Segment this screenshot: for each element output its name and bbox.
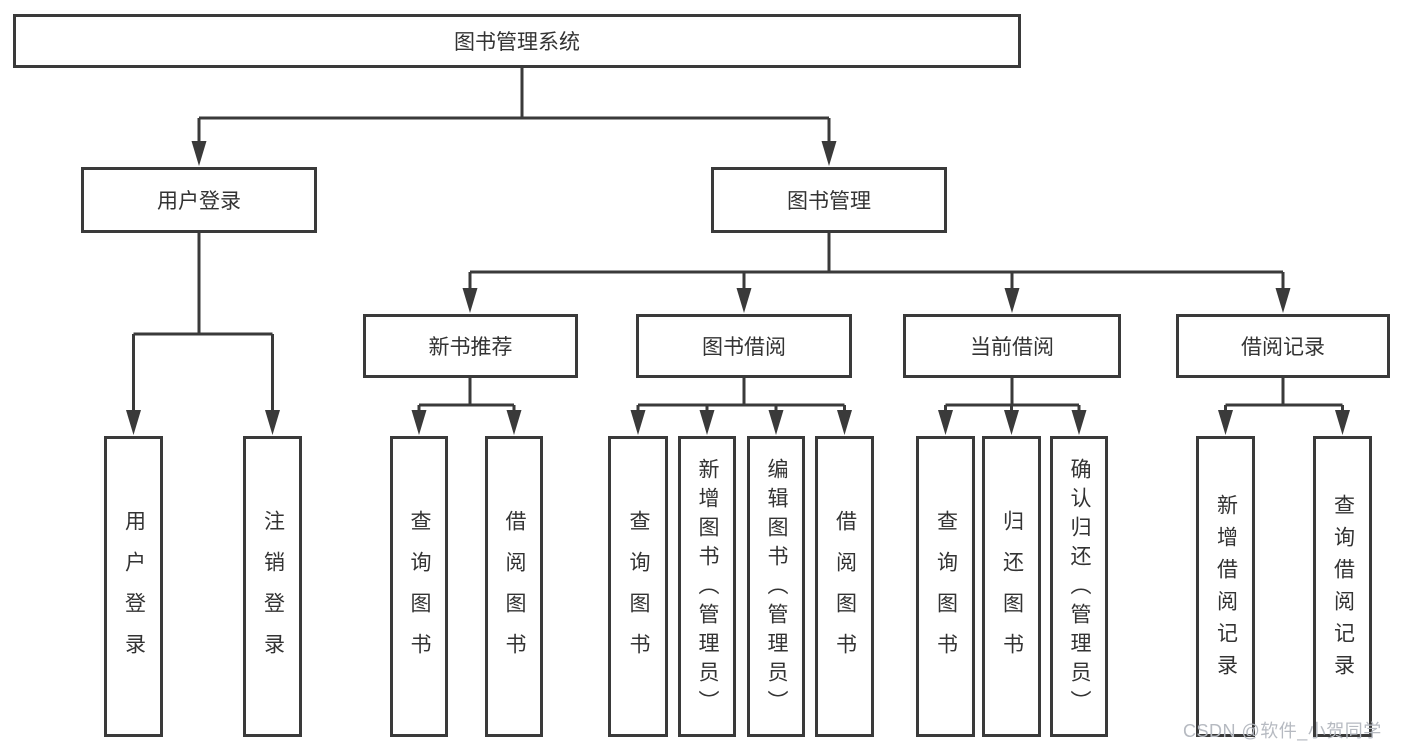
node-leaf-edit-book-admin: 编辑图书（管理员） [747, 436, 805, 737]
node-leaf-query-borrow-record-label: 查询借阅记录 [1331, 493, 1355, 686]
node-leaf-logout: 注销登录 [243, 436, 302, 737]
node-leaf-add-book-admin: 新增图书（管理员） [678, 436, 736, 737]
node-current-borrow-label: 当前借阅 [970, 336, 1054, 359]
node-leaf-edit-book-admin-label: 编辑图书（管理员） [765, 458, 788, 719]
node-book-management: 图书管理 [711, 167, 947, 233]
connector-book-mgmt-to-level3 [462, 233, 1291, 313]
node-leaf-borrow-book-2-label: 借阅图书 [833, 509, 857, 674]
connector-book-borrow-children [630, 378, 852, 435]
node-user-login-label: 用户登录 [157, 190, 241, 213]
node-leaf-return-book-label: 归还图书 [1000, 509, 1024, 674]
node-leaf-query-book-1: 查询图书 [390, 436, 448, 737]
node-leaf-query-book-2-label: 查询图书 [627, 509, 650, 674]
csdn-watermark: CSDN @软件_小贺同学 [1183, 721, 1382, 741]
connector-root-to-level2 [191, 68, 837, 166]
node-leaf-user-login: 用户登录 [104, 436, 163, 737]
node-current-borrow: 当前借阅 [903, 314, 1121, 378]
node-leaf-add-book-admin-label: 新增图书（管理员） [696, 458, 719, 719]
node-user-login: 用户登录 [81, 167, 317, 233]
node-leaf-borrow-book-1: 借阅图书 [485, 436, 543, 737]
connector-new-books-children [411, 378, 522, 435]
node-leaf-query-borrow-record: 查询借阅记录 [1313, 436, 1372, 737]
node-leaf-borrow-book-2: 借阅图书 [815, 436, 874, 737]
node-leaf-borrow-book-1-label: 借阅图书 [503, 509, 526, 674]
node-leaf-query-book-2: 查询图书 [608, 436, 668, 737]
node-leaf-query-book-3-label: 查询图书 [934, 509, 958, 674]
node-borrow-records: 借阅记录 [1176, 314, 1390, 378]
connector-user-login-children [126, 233, 280, 435]
node-borrow-records-label: 借阅记录 [1241, 336, 1325, 359]
node-leaf-logout-label: 注销登录 [261, 509, 285, 674]
connector-current-borrow-children [938, 378, 1087, 435]
node-book-borrow: 图书借阅 [636, 314, 852, 378]
node-leaf-confirm-return-admin: 确认归还（管理员） [1050, 436, 1108, 737]
connector-records-children [1218, 378, 1350, 435]
node-leaf-add-borrow-record-label: 新增借阅记录 [1214, 493, 1238, 686]
node-leaf-confirm-return-admin-label: 确认归还（管理员） [1068, 458, 1091, 719]
node-leaf-query-book-1-label: 查询图书 [408, 509, 431, 674]
node-book-borrow-label: 图书借阅 [702, 336, 786, 359]
node-leaf-query-book-3: 查询图书 [916, 436, 975, 737]
node-new-book-recommend-label: 新书推荐 [428, 336, 513, 359]
node-book-management-label: 图书管理 [787, 190, 871, 213]
node-leaf-add-borrow-record: 新增借阅记录 [1196, 436, 1255, 737]
node-new-book-recommend: 新书推荐 [363, 314, 578, 378]
node-leaf-return-book: 归还图书 [982, 436, 1041, 737]
node-library-system-label: 图书管理系统 [454, 31, 580, 54]
node-leaf-user-login-label: 用户登录 [122, 509, 146, 674]
node-library-system: 图书管理系统 [13, 14, 1021, 68]
